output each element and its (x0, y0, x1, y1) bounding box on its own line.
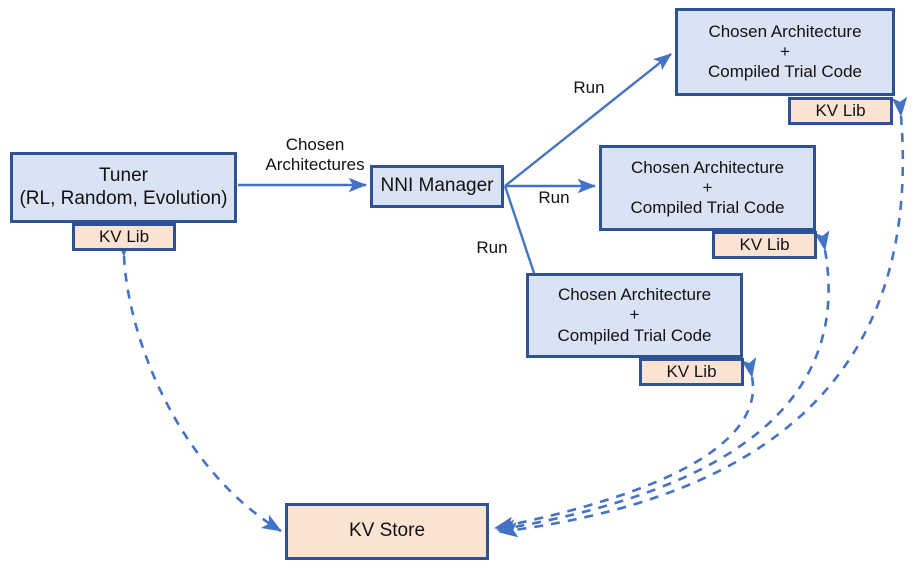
node-trial-bot-line-2: + (629, 305, 640, 325)
node-trial-top-line-1: Chosen Architecture (708, 21, 862, 41)
node-trial-bot-kv-lib-label: KV Lib (666, 361, 717, 381)
node-nni-manager-label: NNI Manager (380, 175, 494, 197)
edge-label-chosen-architectures: Chosen Architectures (262, 135, 368, 175)
node-tuner[interactable]: Tuner (RL, Random, Evolution) (10, 152, 237, 223)
connector-tuner-kvlib-to-kv-store (115, 236, 282, 533)
node-tuner-kv-lib[interactable]: KV Lib (72, 223, 176, 251)
node-trial-top-line-3: Compiled Trial Code (707, 62, 862, 82)
node-tuner-line-1: Tuner (99, 165, 148, 187)
connector-trial-top-kvlib-to-kv-store (497, 96, 908, 538)
node-trial-top-line-2: + (780, 41, 790, 61)
edge-label-run-top: Run (573, 78, 605, 97)
node-trial-mid-line-2: + (702, 177, 713, 197)
node-trial-bot-kv-lib[interactable]: KV Lib (639, 358, 744, 386)
node-kv-store[interactable]: KV Store (285, 503, 489, 560)
node-trial-top-kv-lib-label: KV Lib (815, 100, 866, 120)
node-trial-mid-line-3: Compiled Trial Code (630, 198, 785, 218)
node-trial-top-kv-lib[interactable]: KV Lib (788, 97, 893, 125)
node-trial-bot[interactable]: Chosen Architecture + Compiled Trial Cod… (526, 273, 743, 358)
edge-label-chosen-architectures-line-2: Architectures (265, 155, 365, 175)
node-kv-store-label: KV Store (348, 520, 426, 542)
node-nni-manager[interactable]: NNI Manager (370, 165, 504, 208)
node-trial-bot-line-1: Chosen Architecture (557, 285, 712, 305)
edge-label-run-bot: Run (476, 238, 508, 257)
node-trial-mid-kv-lib-label: KV Lib (739, 234, 790, 254)
node-trial-top[interactable]: Chosen Architecture + Compiled Trial Cod… (675, 8, 895, 96)
node-trial-mid-line-1: Chosen Architecture (630, 157, 785, 177)
edge-label-chosen-architectures-line-1: Chosen (285, 135, 345, 154)
node-tuner-line-2: (RL, Random, Evolution) (19, 187, 228, 209)
node-trial-mid-kv-lib[interactable]: KV Lib (712, 231, 817, 259)
node-trial-mid[interactable]: Chosen Architecture + Compiled Trial Cod… (599, 145, 816, 231)
edge-label-run-mid: Run (538, 188, 570, 207)
node-trial-bot-line-3: Compiled Trial Code (557, 325, 712, 345)
connector-trial-bot-kvlib-to-kv-store (493, 357, 757, 532)
node-tuner-kv-lib-label: KV Lib (98, 226, 150, 246)
